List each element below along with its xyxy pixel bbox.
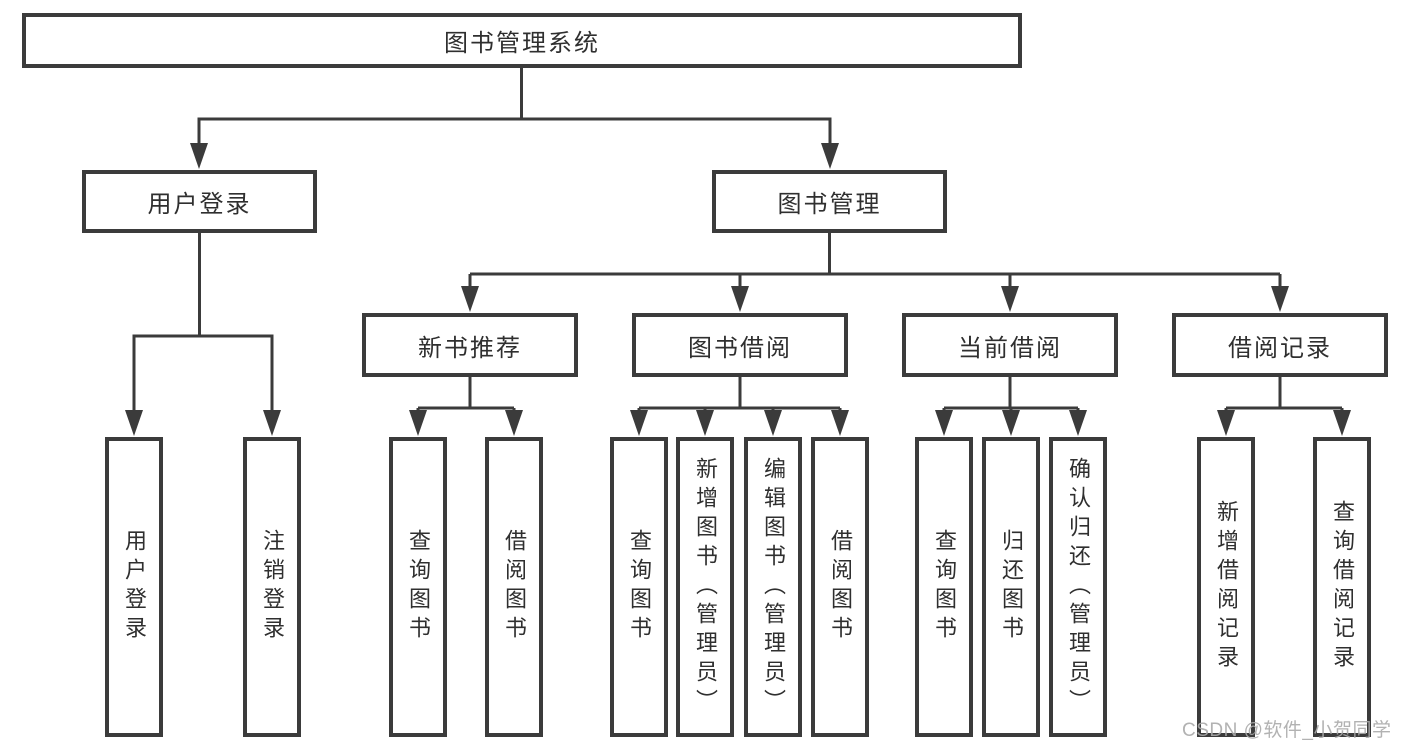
leaf-query-books-current: 查询图书 [915,437,973,737]
node-book-management: 图书管理 [712,170,947,233]
node-user-login: 用户登录 [82,170,317,233]
leaf-edit-book-admin: 编辑图书（管理员） [744,437,802,737]
node-current-borrow: 当前借阅 [902,313,1118,377]
leaf-query-borrow-record: 查询借阅记录 [1313,437,1371,737]
leaf-borrow-books-recommend: 借阅图书 [485,437,543,737]
node-borrow-records: 借阅记录 [1172,313,1388,377]
leaf-query-books-recommend: 查询图书 [389,437,447,737]
leaf-logout: 注销登录 [243,437,301,737]
node-book-borrow: 图书借阅 [632,313,848,377]
node-library-system: 图书管理系统 [22,13,1022,68]
node-new-book-recommend: 新书推荐 [362,313,578,377]
leaf-add-borrow-record: 新增借阅记录 [1197,437,1255,737]
leaf-query-books-borrow: 查询图书 [610,437,668,737]
leaf-user-login: 用户登录 [105,437,163,737]
leaf-confirm-return-admin: 确认归还（管理员） [1049,437,1107,737]
leaf-add-book-admin: 新增图书（管理员） [676,437,734,737]
leaf-return-book: 归还图书 [982,437,1040,737]
leaf-borrow-books: 借阅图书 [811,437,869,737]
watermark: CSDN @软件_小贺同学 [1182,720,1392,741]
